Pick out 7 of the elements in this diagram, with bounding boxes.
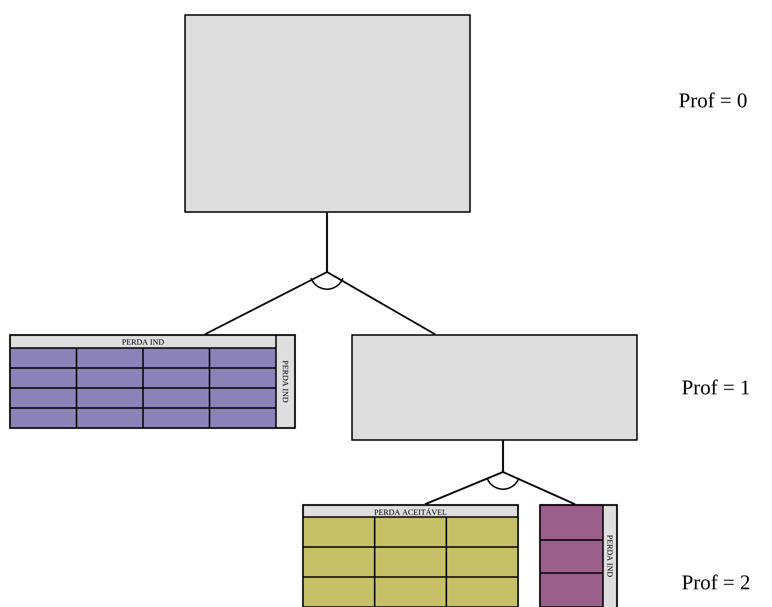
connector-line	[502, 440, 576, 506]
depth-label: Prof = 0	[679, 92, 747, 108]
connector-line	[326, 212, 436, 336]
depth-label: Prof = 1	[682, 380, 750, 394]
tree-box	[184, 14, 471, 213]
depth-label: Prof = 2	[682, 574, 750, 590]
tree-box	[351, 334, 638, 441]
